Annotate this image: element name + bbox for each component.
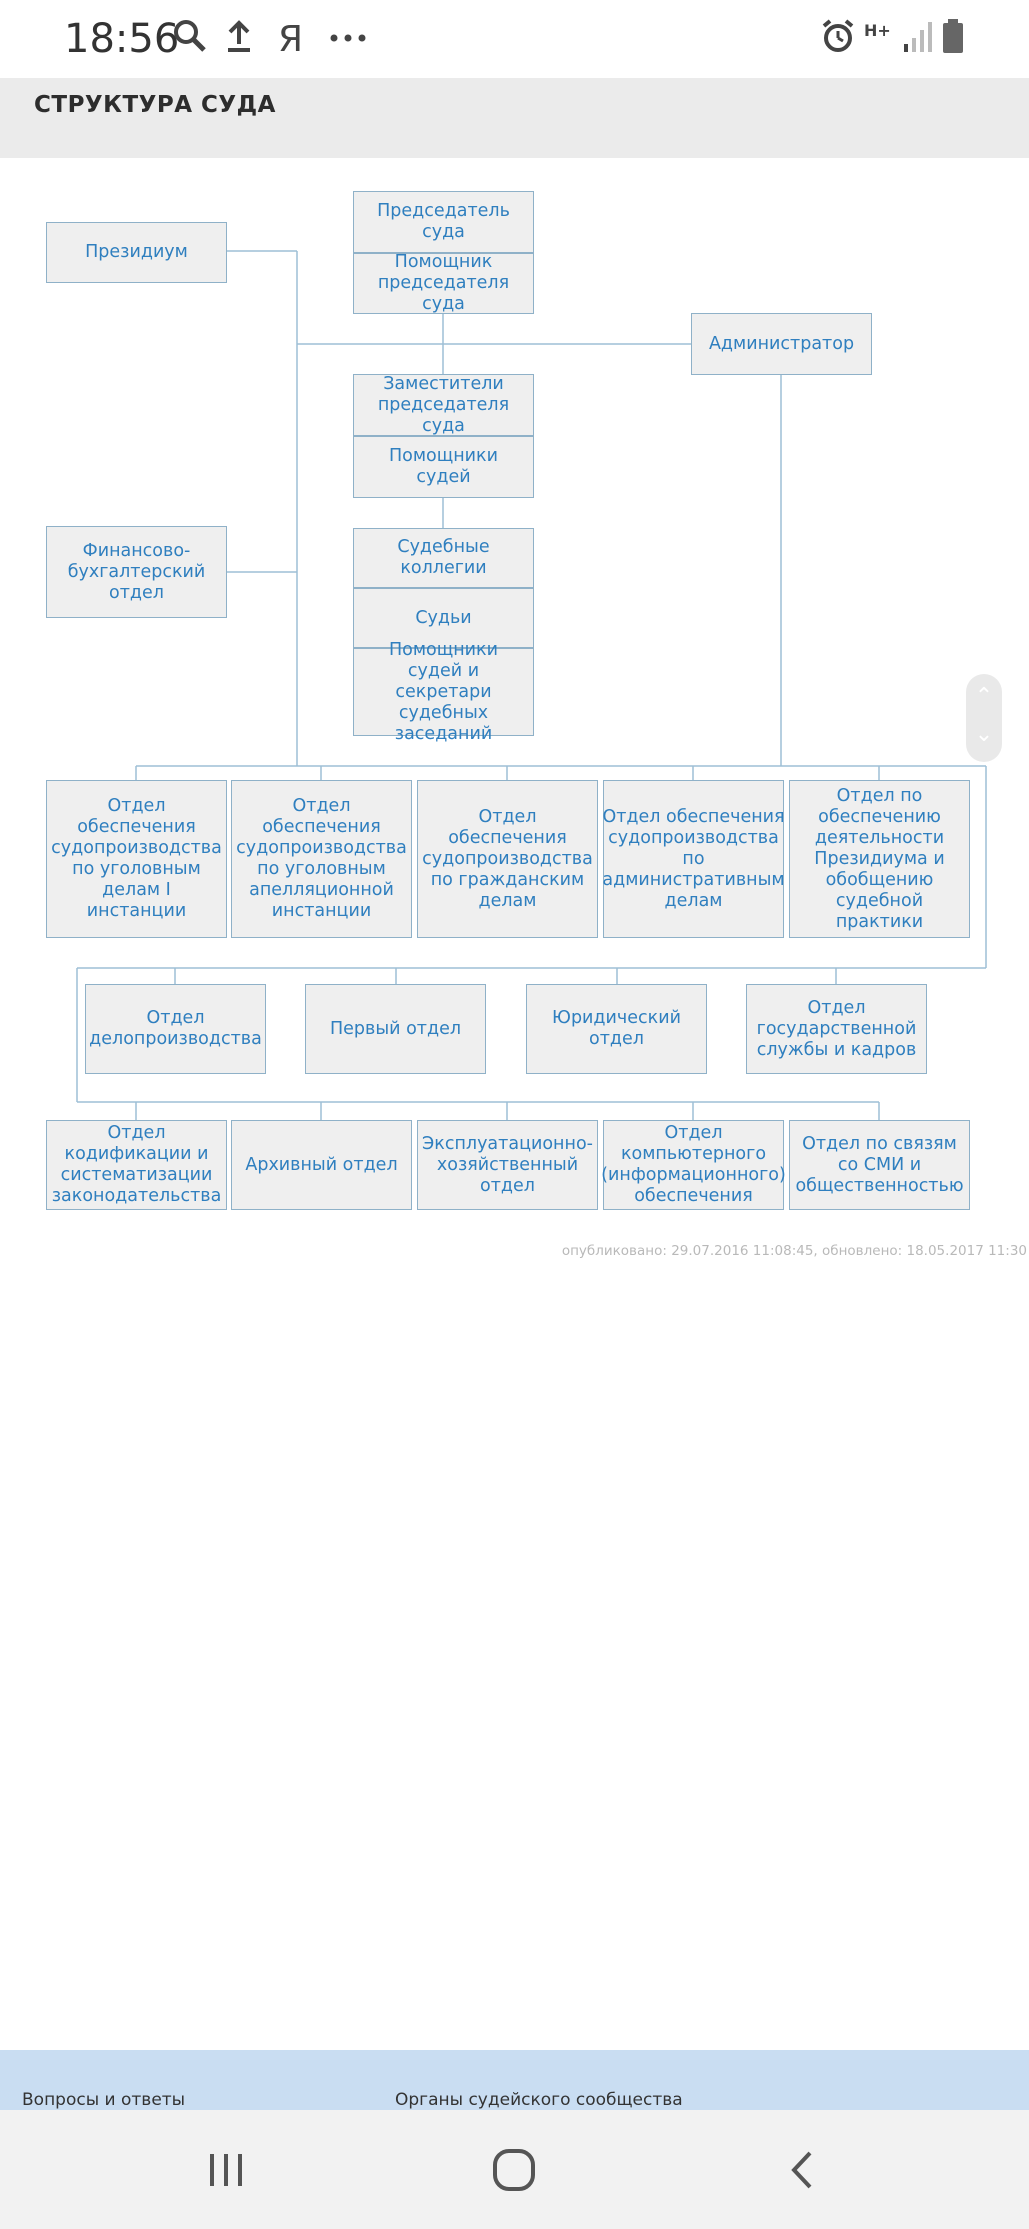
home-icon	[493, 2149, 535, 2191]
box-judges[interactable]: Судьи	[353, 588, 534, 648]
search-icon	[172, 16, 208, 69]
box-deputies[interactable]: Заместители председателя суда	[353, 374, 534, 436]
dept-legal[interactable]: Юридический отдел	[526, 984, 707, 1074]
footer-link-judicial-community[interactable]: Органы судейского сообщества	[395, 2090, 683, 2110]
home-button[interactable]	[464, 2138, 564, 2202]
box-presidium[interactable]: Президиум	[46, 222, 227, 283]
box-chairman-assistant[interactable]: Помощник председателя суда	[353, 252, 534, 314]
scroll-up-icon[interactable]: ⌃	[974, 684, 994, 709]
more-icon	[328, 16, 368, 69]
dept-media[interactable]: Отдел по связям со СМИ и общественностью	[789, 1120, 970, 1210]
dept-maintenance[interactable]: Эксплуатационно-хозяйственный отдел	[417, 1120, 598, 1210]
box-secretaries[interactable]: Помощники судей и секретари судебных зас…	[353, 640, 534, 744]
box-collegiums[interactable]: Судебные коллегии	[353, 528, 534, 588]
dept-archive[interactable]: Архивный отдел	[231, 1120, 412, 1210]
dept-criminal-appeal[interactable]: Отдел обеспечения судопроизводства по уг…	[231, 780, 412, 938]
page-title: СТРУКТУРА СУДА	[34, 92, 276, 118]
footer: Вопросы и ответы Органы судейского сообщ…	[0, 2050, 1029, 2110]
recents-icon	[210, 2154, 242, 2186]
dept-first[interactable]: Первый отдел	[305, 984, 486, 1074]
box-chairman[interactable]: Председатель суда	[353, 191, 534, 253]
dept-presidium-support[interactable]: Отдел по обеспечению деятельности Презид…	[789, 780, 970, 938]
published-date: опубликовано: 29.07.2016 11:08:45, обнов…	[561, 1243, 1027, 1259]
back-button[interactable]	[752, 2138, 852, 2202]
status-bar: 18:56 Я H+	[0, 0, 1029, 78]
dept-criminal-first-instance[interactable]: Отдел обеспечения судопроизводства по уг…	[46, 780, 227, 938]
recents-button[interactable]	[176, 2138, 276, 2202]
scroll-down-icon[interactable]: ⌄	[974, 722, 994, 747]
network-hplus-icon: H+	[864, 21, 891, 40]
footer-link-faq[interactable]: Вопросы и ответы	[22, 2090, 186, 2110]
box-administrator[interactable]: Администратор	[691, 313, 872, 375]
battery-icon	[940, 16, 966, 69]
dept-it[interactable]: Отдел компьютерного (информационного) об…	[601, 1120, 786, 1210]
alarm-icon	[820, 16, 856, 69]
org-chart: Президиум Председатель суда Помощник пре…	[0, 158, 1029, 1258]
org-chart-connectors	[76, 250, 987, 1120]
system-nav-bar	[0, 2110, 1029, 2229]
box-judges-assistants[interactable]: Помощники судей	[353, 436, 534, 498]
box-finance[interactable]: Финансово-бухгалтерский отдел	[46, 526, 227, 618]
status-time: 18:56	[64, 16, 180, 62]
dept-codification[interactable]: Отдел кодификации и систематизации закон…	[46, 1120, 227, 1210]
scroll-control[interactable]: ⌃ ⌄	[966, 674, 1002, 762]
dept-records[interactable]: Отдел делопроизводства	[85, 984, 266, 1074]
back-icon	[791, 2151, 812, 2189]
page-title-bar	[0, 78, 1029, 158]
signal-icon	[902, 16, 932, 69]
dept-administrative[interactable]: Отдел обеспечения судопроизводства по ад…	[602, 780, 785, 938]
dept-hr[interactable]: Отдел государственной службы и кадров	[746, 984, 927, 1074]
dept-civil[interactable]: Отдел обеспечения судопроизводства по гр…	[417, 780, 598, 938]
yandex-icon: Я	[278, 19, 304, 60]
upload-icon	[224, 16, 254, 69]
